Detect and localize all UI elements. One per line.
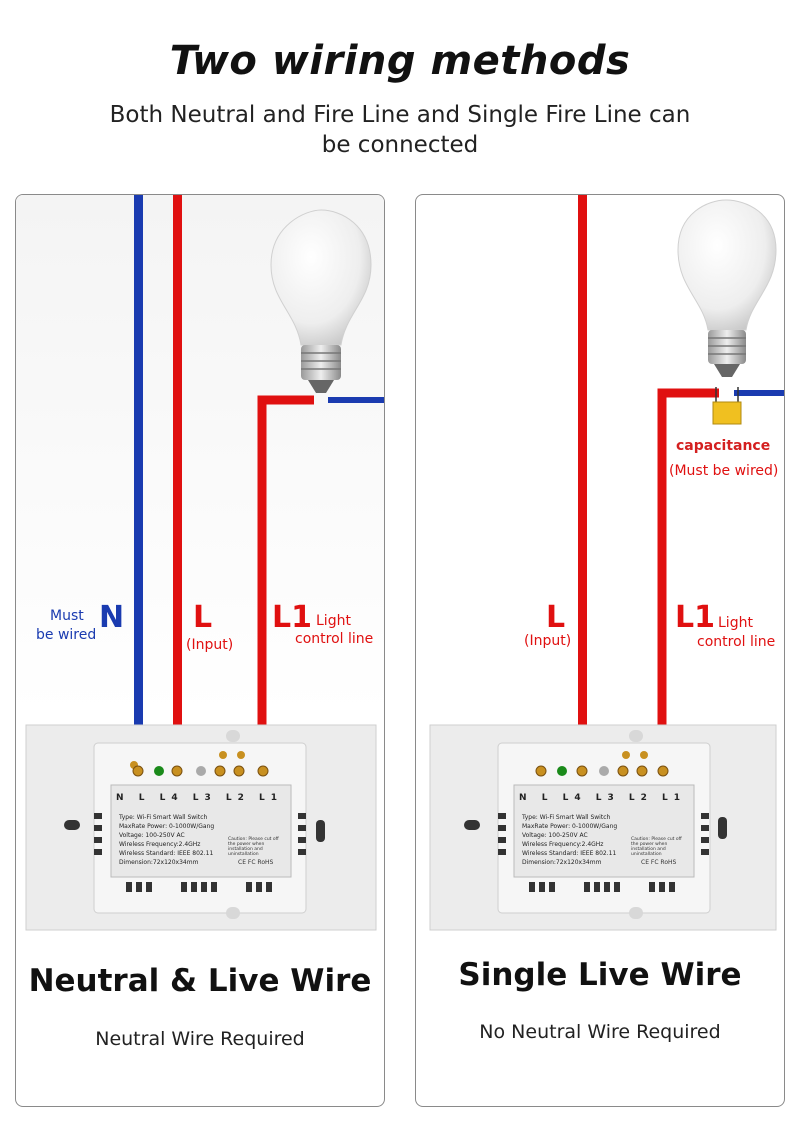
single-live-note: No Neutral Wire Required bbox=[479, 1021, 721, 1043]
n-note-line1: Must bbox=[50, 608, 84, 624]
terminal-row: N L L4 L3 L2 L1 bbox=[519, 793, 686, 803]
spec-label: Type: Wi-Fi Smart Wall Switch MaxRate Po… bbox=[522, 814, 618, 866]
page-subtitle: Both Neutral and Fire Line and Single Fi… bbox=[109, 102, 691, 158]
page-title: Two wiring methods bbox=[169, 38, 631, 84]
n-note-line2: be wired bbox=[36, 627, 97, 643]
l1-note-line2: control line bbox=[697, 634, 776, 650]
n-label: N bbox=[99, 600, 125, 635]
terminal-row: N L L4 L3 L2 L1 bbox=[116, 793, 283, 803]
light-control-wire bbox=[657, 388, 719, 775]
light-bulb-icon bbox=[677, 199, 777, 377]
l1-label: L1 bbox=[272, 600, 312, 635]
capacitance-note: (Must be wired) bbox=[669, 463, 779, 479]
l1-label: L1 bbox=[675, 600, 715, 635]
cert-marks: CE FC RoHS bbox=[238, 859, 274, 866]
neutral-live-title: Neutral & Live Wire bbox=[28, 963, 372, 999]
live-input-wire bbox=[173, 195, 182, 775]
cert-marks: CE FC RoHS bbox=[641, 859, 677, 866]
spec-label: Type: Wi-Fi Smart Wall Switch MaxRate Po… bbox=[119, 814, 215, 866]
l-note: (Input) bbox=[524, 633, 572, 649]
light-control-wire bbox=[257, 395, 314, 775]
capacitance-label: capacitance bbox=[676, 438, 771, 454]
l-note: (Input) bbox=[186, 637, 234, 653]
smart-switch-back bbox=[429, 724, 777, 931]
l-label: L bbox=[193, 600, 213, 635]
neutral-wire bbox=[134, 195, 143, 775]
caution-text: Caution: Please cut off the power when i… bbox=[228, 837, 279, 857]
l1-note-line1: Light bbox=[316, 613, 351, 629]
l1-note-line1: Light bbox=[718, 615, 753, 631]
capacitor-icon bbox=[712, 387, 742, 425]
caution-text: Caution: Please cut off the power when i… bbox=[631, 837, 682, 857]
light-bulb-icon bbox=[270, 209, 372, 393]
neutral-live-panel: N L L4 L3 L2 L1 Type: Wi-Fi Smart Wall S… bbox=[15, 194, 385, 1107]
live-input-wire bbox=[578, 195, 587, 775]
single-live-title: Single Live Wire bbox=[458, 957, 742, 993]
smart-switch-back bbox=[25, 724, 377, 931]
neutral-live-wiring-diagram bbox=[16, 195, 384, 931]
l-label: L bbox=[546, 600, 566, 635]
l1-note-line2: control line bbox=[295, 631, 374, 647]
single-live-wiring-diagram bbox=[429, 195, 784, 931]
neutral-live-note: Neutral Wire Required bbox=[95, 1028, 305, 1050]
single-live-panel: N L L4 L3 L2 L1 Type: Wi-Fi Smart Wall S… bbox=[415, 194, 785, 1107]
